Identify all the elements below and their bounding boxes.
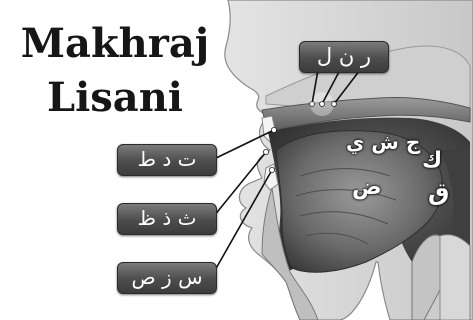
pointer-dot bbox=[263, 149, 268, 154]
pointer-dot bbox=[320, 102, 325, 107]
pointer-dot bbox=[310, 102, 315, 107]
label-teeth-tips: ث ذ ظ bbox=[117, 203, 217, 235]
label-top: ر ن ل bbox=[299, 41, 389, 73]
label-back-tongue-upper: ك bbox=[422, 148, 442, 173]
pointer-dot bbox=[271, 127, 276, 132]
pointer-dot bbox=[269, 167, 274, 172]
pointer-dot bbox=[332, 102, 337, 107]
label-back-tongue-lower: ق bbox=[428, 178, 449, 206]
label-tongue-side: ض bbox=[352, 175, 382, 200]
label-lower-teeth: س ز ص bbox=[117, 262, 217, 294]
label-teeth-ridge: ت د ط bbox=[117, 144, 217, 176]
label-middle-tongue: ج ش ي bbox=[346, 130, 420, 154]
neck-tube bbox=[440, 235, 470, 320]
